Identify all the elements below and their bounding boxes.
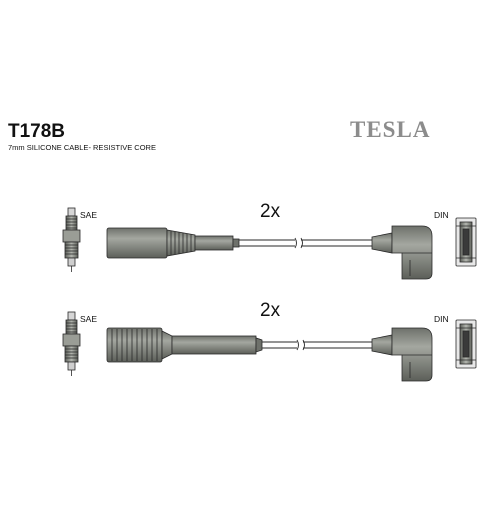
cable-2-right-connector-label: DIN xyxy=(434,314,449,324)
cable-2: 2x SAE DIN xyxy=(62,300,477,382)
cable-1-spark-plug-icon xyxy=(62,207,81,272)
cable-1-din-terminal-icon xyxy=(455,217,477,267)
cable-1-wire xyxy=(239,237,372,249)
part-code: T178B xyxy=(8,121,65,142)
cable-2-quantity: 2x xyxy=(260,300,281,321)
cable-2-spark-plug-icon xyxy=(62,311,81,376)
cable-2-left-connector-label: SAE xyxy=(80,314,97,324)
cable-2-wire xyxy=(262,339,372,351)
cable-1-angled-boot xyxy=(371,225,433,280)
cable-2-plug-boot xyxy=(106,327,263,363)
cable-1: 2x SAE DIN xyxy=(62,201,477,280)
brand-logo: TESLA xyxy=(350,117,430,142)
cable-1-quantity: 2x xyxy=(260,201,281,222)
cable-spec: 7mm SILICONE CABLE- RESISTIVE CORE xyxy=(8,143,156,152)
cable-1-left-connector-label: SAE xyxy=(80,210,97,220)
cable-2-din-terminal-icon xyxy=(455,319,477,369)
cable-1-right-connector-label: DIN xyxy=(434,210,449,220)
cable-2-angled-boot xyxy=(371,327,433,382)
cable-1-plug-boot xyxy=(106,227,240,259)
